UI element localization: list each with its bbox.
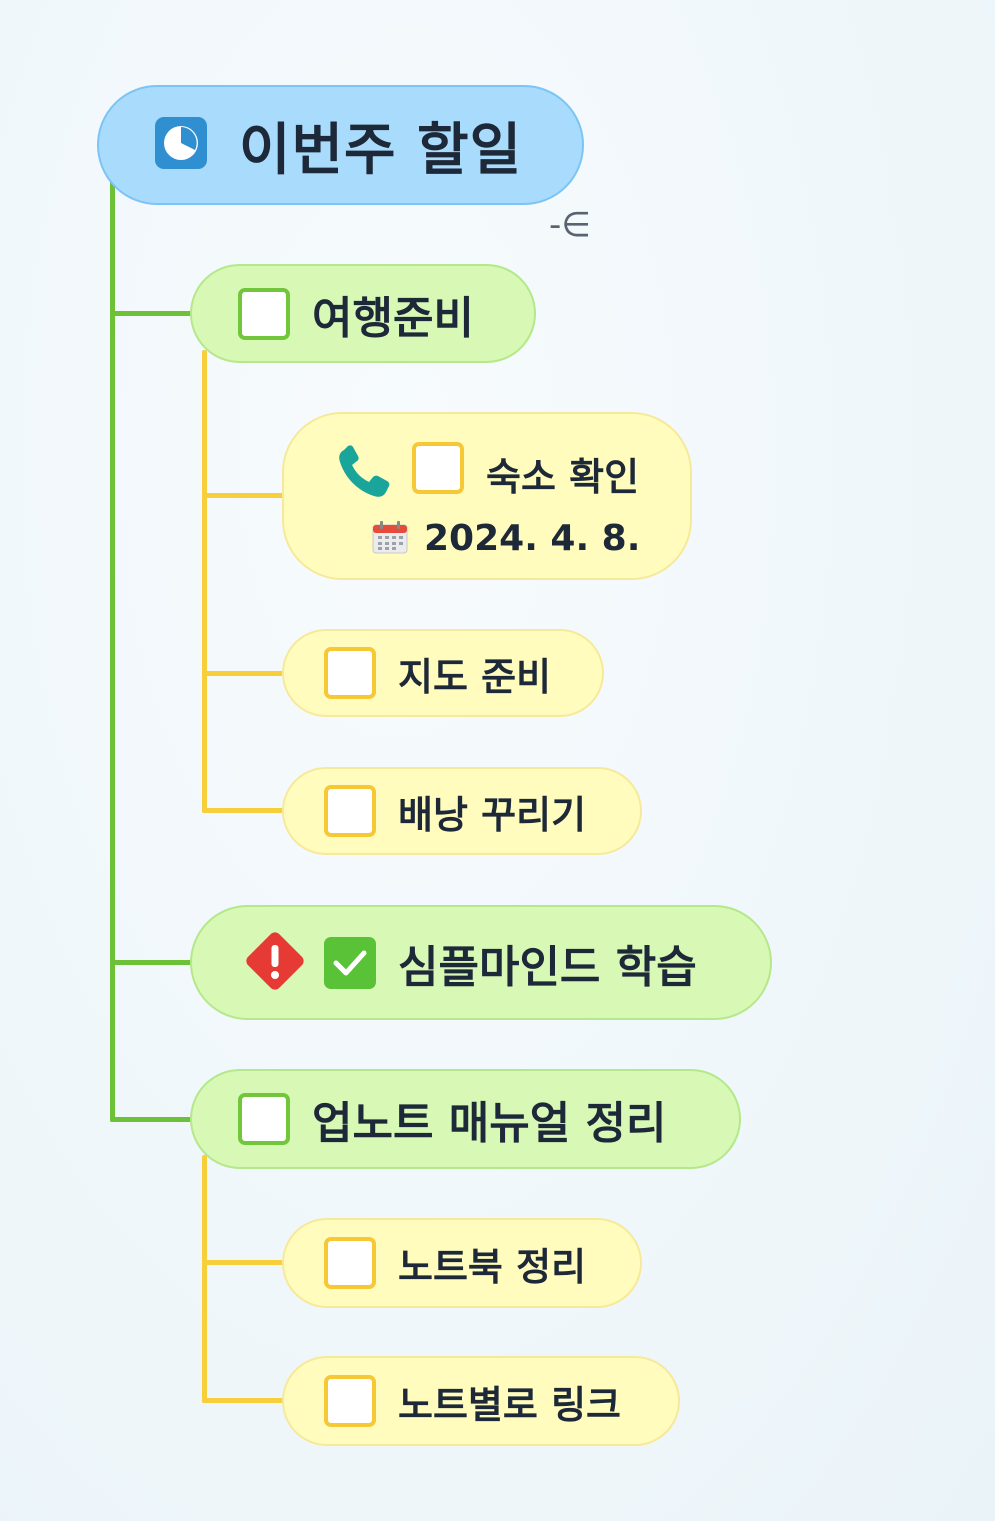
- checkbox-backpack[interactable]: [324, 785, 376, 837]
- connector-notebook: [202, 1260, 284, 1265]
- connector-travel-trunk: [202, 350, 207, 813]
- connector-upnote: [110, 1117, 192, 1122]
- label-link: 노트별로 링크: [398, 1382, 621, 1427]
- connector-travel: [110, 311, 192, 316]
- checkbox-link[interactable]: [324, 1375, 376, 1427]
- calendar-icon: [372, 520, 408, 558]
- connector-upnote-trunk: [202, 1155, 207, 1403]
- connector-simplemind: [110, 960, 192, 965]
- label-map: 지도 준비: [398, 654, 552, 699]
- node-backpack[interactable]: 배낭 꾸리기: [282, 767, 642, 855]
- exclamation-diamond-icon: [240, 926, 310, 1000]
- collapse-toggle-icon[interactable]: -∈: [549, 205, 591, 245]
- label-backpack: 배낭 꾸리기: [398, 792, 587, 837]
- checkbox-map[interactable]: [324, 647, 376, 699]
- node-lodging[interactable]: 숙소 확인 2024. 4. 8.: [282, 412, 692, 580]
- label-notebook: 노트북 정리: [398, 1244, 587, 1289]
- checkbox-lodging[interactable]: [412, 442, 464, 494]
- connector-lodging: [202, 493, 284, 498]
- connector-map: [202, 671, 284, 676]
- checkbox-simplemind[interactable]: [324, 936, 376, 989]
- root-title: 이번주 할일: [239, 117, 523, 183]
- node-upnote[interactable]: 업노트 매뉴얼 정리: [190, 1069, 741, 1169]
- checkmark-icon: [333, 950, 367, 975]
- connector-backpack: [202, 808, 284, 813]
- clock-pie-icon: [153, 115, 209, 175]
- node-simplemind[interactable]: 심플마인드 학습: [190, 905, 772, 1020]
- root-node[interactable]: 이번주 할일: [97, 85, 584, 205]
- node-link[interactable]: 노트별로 링크: [282, 1356, 680, 1446]
- due-date-row: 2024. 4. 8.: [372, 518, 640, 559]
- label-simplemind: 심플마인드 학습: [398, 941, 697, 993]
- node-notebook[interactable]: 노트북 정리: [282, 1218, 642, 1308]
- connector-link: [202, 1398, 284, 1403]
- label-lodging: 숙소 확인: [486, 455, 640, 499]
- phone-icon: [334, 444, 392, 506]
- due-date: 2024. 4. 8.: [424, 518, 641, 559]
- label-upnote: 업노트 매뉴얼 정리: [312, 1098, 667, 1149]
- label-travel: 여행준비: [312, 292, 474, 344]
- node-map[interactable]: 지도 준비: [282, 629, 604, 717]
- checkbox-travel[interactable]: [238, 287, 290, 340]
- connector-root-trunk: [110, 180, 115, 1122]
- checkbox-notebook[interactable]: [324, 1237, 376, 1289]
- checkbox-upnote[interactable]: [238, 1093, 290, 1145]
- node-travel[interactable]: 여행준비: [190, 264, 536, 363]
